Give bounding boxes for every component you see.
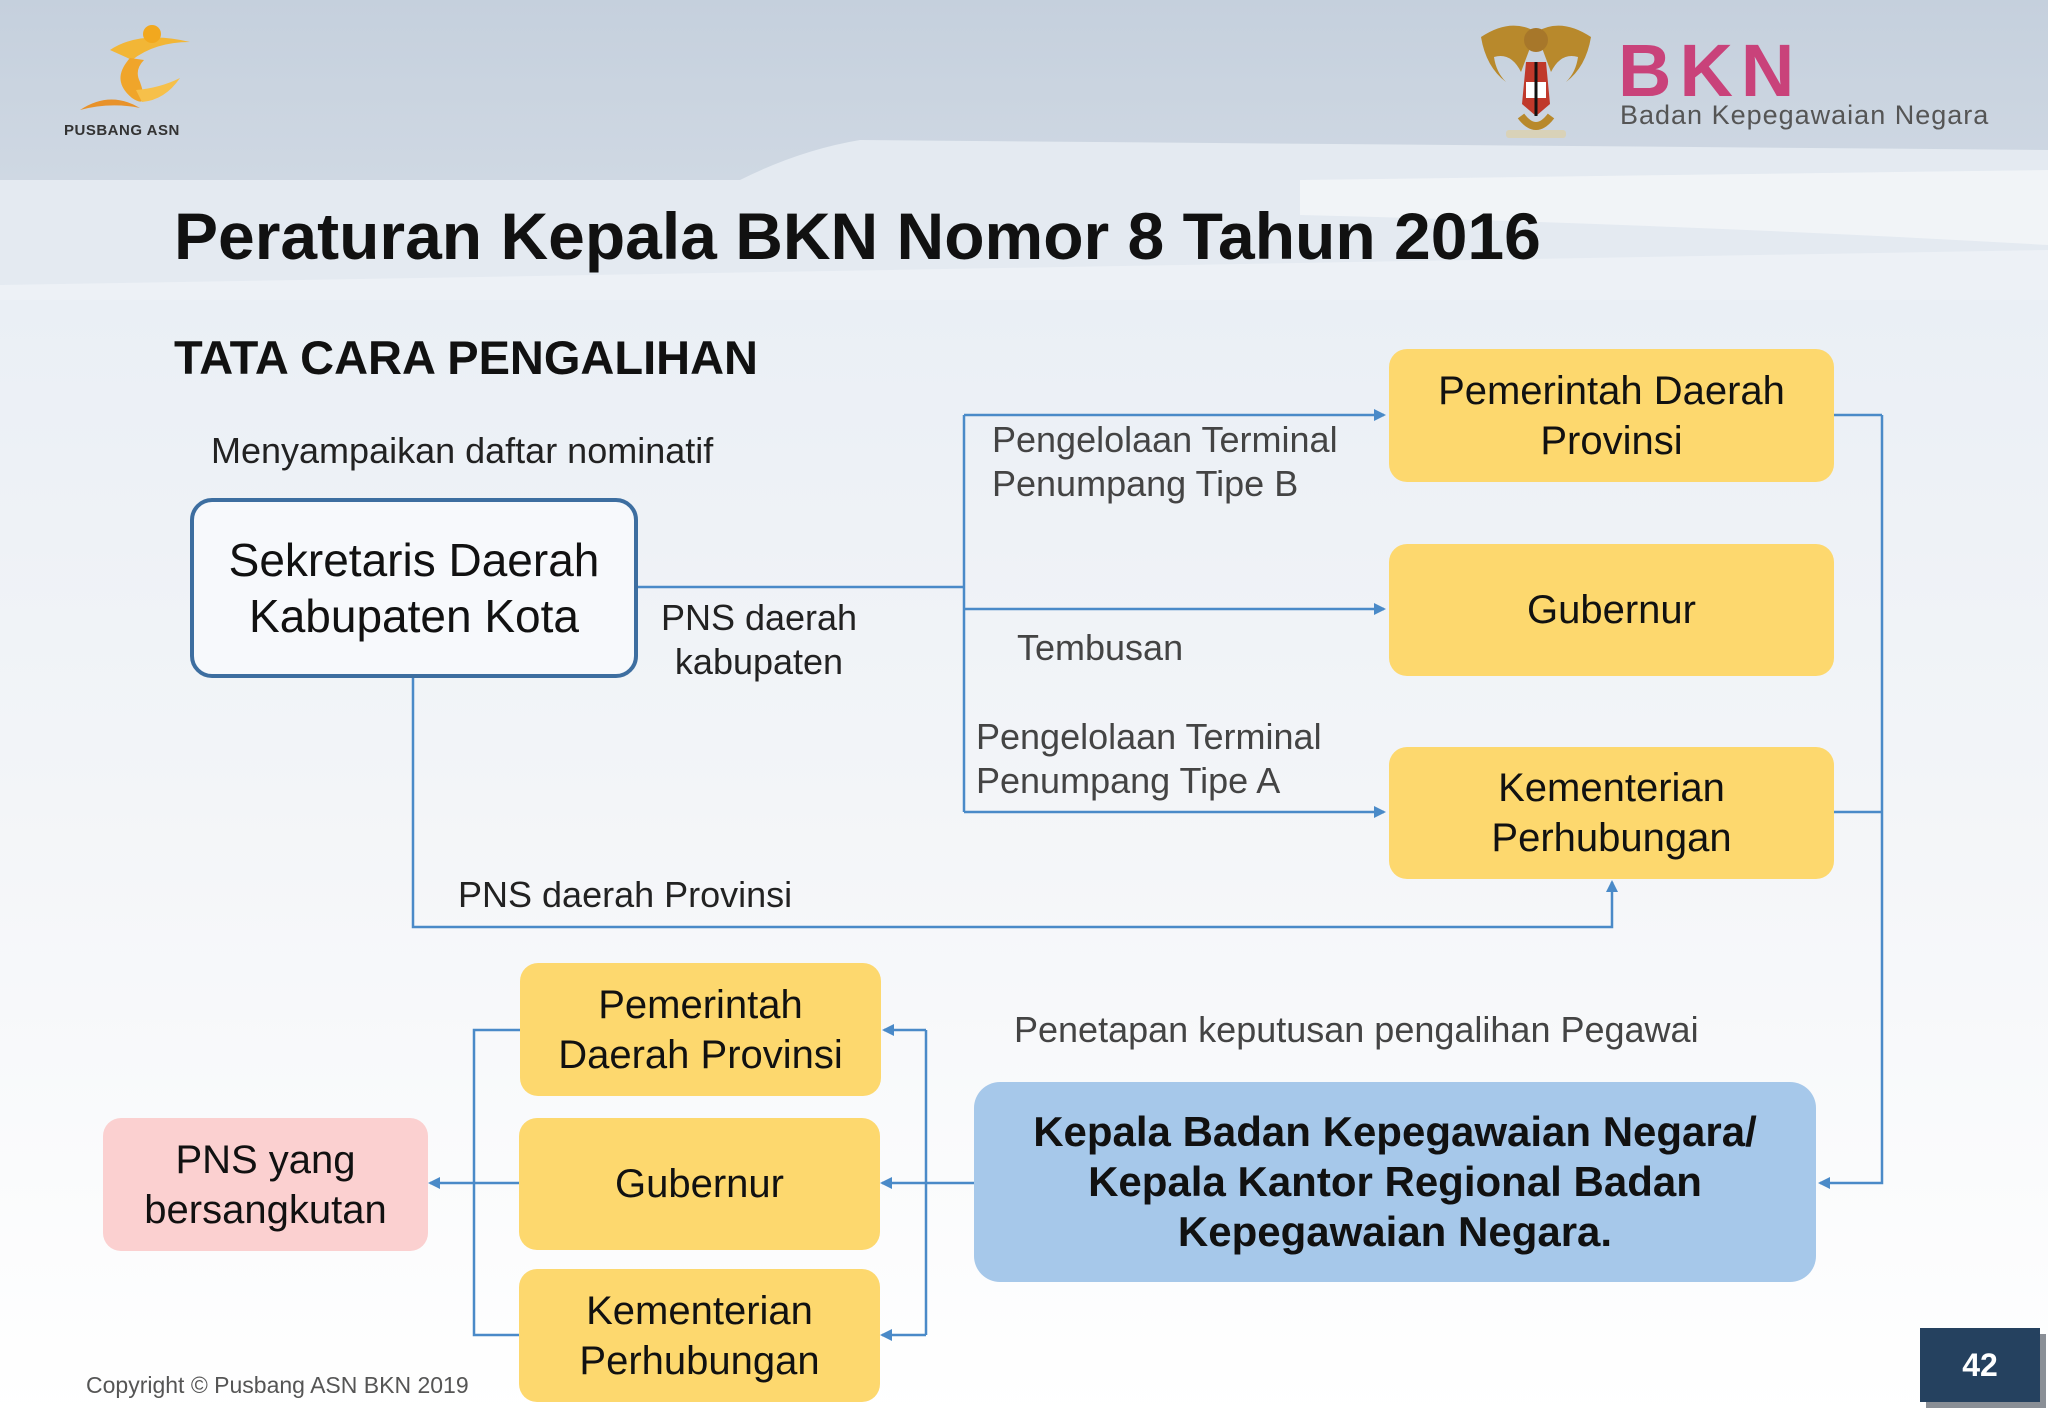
node-kepala-bkn-line1: Kepala Badan Kepegawaian Negara/	[1033, 1108, 1757, 1155]
node-kepala-bkn-line2: Kepala Kantor Regional Badan	[1088, 1158, 1702, 1205]
node-kementerian-top: Kementerian Perhubungan	[1389, 747, 1834, 879]
node-pemda-top-line2: Provinsi	[1540, 418, 1683, 463]
page-number: 42	[1962, 1346, 1998, 1383]
label-tipe-a: Pengelolaan Terminal Penumpang Tipe A	[976, 715, 1322, 803]
node-pemda-top-line1: Pemerintah Daerah	[1438, 368, 1785, 413]
node-kemenhub-top-line2: Perhubungan	[1491, 816, 1732, 860]
page-number-badge: 42	[1920, 1328, 2040, 1402]
header-sweep	[0, 140, 2048, 300]
node-gubernur-bottom-line1: Gubernur	[615, 1162, 784, 1206]
node-sekda-line1: Sekretaris Daerah	[228, 534, 600, 586]
connector-pns-provinsi	[411, 678, 1618, 929]
connector-right-bus	[1818, 415, 1884, 1189]
node-kemenhub-top-line1: Kementerian	[1498, 766, 1725, 810]
node-sekretaris-daerah: Sekretaris Daerah Kabupaten Kota	[190, 498, 638, 678]
node-pns-line2: bersangkutan	[144, 1187, 387, 1232]
copyright-text: Copyright © Pusbang ASN BKN 2019	[86, 1372, 469, 1398]
node-gubernur-bottom: Gubernur	[519, 1118, 880, 1250]
label-pns-kabupaten-line2: kabupaten	[674, 641, 844, 682]
node-sekda-line2: Kabupaten Kota	[249, 590, 579, 642]
label-tipe-b-line1: Pengelolaan Terminal	[992, 419, 1338, 460]
garuda-emblem	[1466, 12, 1606, 147]
bkn-subtitle: Badan Kepegawaian Negara	[1620, 100, 1990, 130]
node-kepala-bkn: Kepala Badan Kepegawaian Negara/ Kepala …	[974, 1082, 1816, 1282]
node-kepala-bkn-line3: Kepegawaian Negara.	[1177, 1208, 1613, 1255]
node-gubernur-top: Gubernur	[1389, 544, 1834, 676]
label-tipe-b-line2: Penumpang Tipe B	[992, 463, 1299, 504]
node-kemenhub-bottom-line2: Perhubungan	[579, 1338, 820, 1383]
node-pemda-provinsi-bottom: Pemerintah Daerah Provinsi	[520, 963, 881, 1096]
label-tipe-a-line1: Pengelolaan Terminal	[976, 716, 1322, 757]
label-pns-kabupaten-line1: PNS daerah	[660, 597, 858, 638]
label-tipe-a-line2: Penumpang Tipe A	[976, 760, 1281, 801]
label-menyampaikan: Menyampaikan daftar nominatif	[211, 430, 714, 471]
node-pemda-bottom-line2: Daerah Provinsi	[558, 1032, 843, 1077]
label-tipe-b: Pengelolaan Terminal Penumpang Tipe B	[992, 418, 1338, 506]
node-gubernur-top-line1: Gubernur	[1527, 588, 1696, 632]
node-pns-bersangkutan: PNS yang bersangkutan	[103, 1118, 428, 1251]
pusbang-logo	[70, 20, 210, 120]
garuda-icon	[1481, 25, 1591, 138]
label-pns-provinsi: PNS daerah Provinsi	[458, 874, 793, 915]
label-penetapan: Penetapan keputusan pengalihan Pegawai	[1014, 1009, 1699, 1050]
node-kementerian-bottom: Kementerian Perhubungan	[519, 1269, 880, 1402]
label-pns-kabupaten: PNS daerah kabupaten	[658, 596, 860, 684]
node-pemda-bottom-line1: Pemerintah	[598, 982, 803, 1027]
label-tembusan: Tembusan	[1017, 627, 1184, 668]
node-pemda-provinsi-top: Pemerintah Daerah Provinsi	[1389, 349, 1834, 482]
node-pns-line1: PNS yang	[175, 1137, 356, 1182]
slide-title: Peraturan Kepala BKN Nomor 8 Tahun 2016	[174, 199, 1541, 273]
slide-subtitle: TATA CARA PENGALIHAN	[174, 331, 758, 384]
bkn-title: BKN	[1618, 29, 1803, 112]
node-kemenhub-bottom-line1: Kementerian	[586, 1288, 813, 1333]
pusbang-label: PUSBANG ASN	[64, 122, 180, 139]
pusbang-emblem-icon	[80, 25, 190, 110]
